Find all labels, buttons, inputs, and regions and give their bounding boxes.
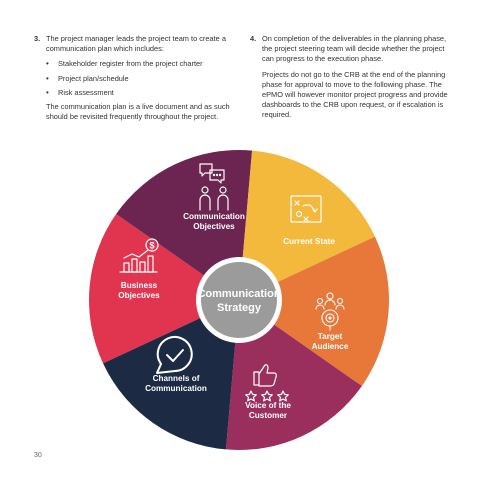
check-chat-icon: [156, 336, 193, 374]
bullet-item: Stakeholder register from the project ch…: [46, 59, 232, 69]
item-paragraph-2: Projects do not go to the CRB at the end…: [262, 69, 448, 120]
svg-text:$: $: [149, 241, 154, 251]
strategy-board-icon: [290, 195, 322, 223]
growth-chart-icon: $: [119, 238, 159, 273]
segment-label-current-state: Current State: [283, 237, 335, 246]
item-intro-text: The project manager leads the project te…: [46, 34, 226, 54]
wheel-segment: [103, 300, 239, 450]
list-item-3: 3. The project manager leads the project…: [34, 34, 232, 54]
segment-label-target-audience-2: Audience: [312, 342, 349, 351]
bullet-list: Stakeholder register from the project ch…: [46, 59, 232, 98]
closing-paragraph: The communication plan is a live documen…: [46, 102, 230, 122]
bullet-item: Project plan/schedule: [46, 74, 232, 84]
item-number: 4.: [250, 34, 257, 43]
wheel-segment: [239, 150, 375, 300]
bullet-item: Risk assessment: [46, 88, 232, 98]
segment-label-voice-of-customer-1: Voice of the: [245, 401, 291, 410]
segment-label-communication-objectives-1: Communication: [183, 212, 245, 221]
segment-label-communication-objectives-2: Objectives: [193, 222, 235, 231]
segment-label-target-audience-1: Target: [318, 332, 343, 341]
right-column: 4. On completion of the deliverables in …: [250, 34, 450, 121]
thumbs-up-stars-icon: [245, 364, 289, 402]
segment-label-business-objectives-2: Objectives: [118, 291, 160, 300]
chat-people-icon: [199, 163, 229, 211]
segment-label-channels-1: Channels of: [153, 374, 200, 383]
list-item-4: 4. On completion of the deliverables in …: [250, 34, 450, 65]
segment-label-voice-of-customer-2: Customer: [249, 411, 288, 420]
page-number: 30: [34, 452, 42, 459]
item-paragraph-1: On completion of the deliverables in the…: [262, 34, 447, 64]
wheel-segment: [239, 236, 390, 387]
center-label-line2: Strategy: [217, 302, 262, 314]
wheel-segment: [88, 213, 240, 364]
left-column: 3. The project manager leads the project…: [34, 34, 232, 122]
center-label-line1: Communication: [197, 288, 280, 300]
segment-label-channels-2: Communication: [145, 384, 207, 393]
item-number: 3.: [34, 34, 41, 43]
target-people-icon: [315, 292, 345, 331]
center-disc: [201, 262, 277, 338]
segment-label-business-objectives-1: Business: [121, 281, 158, 290]
